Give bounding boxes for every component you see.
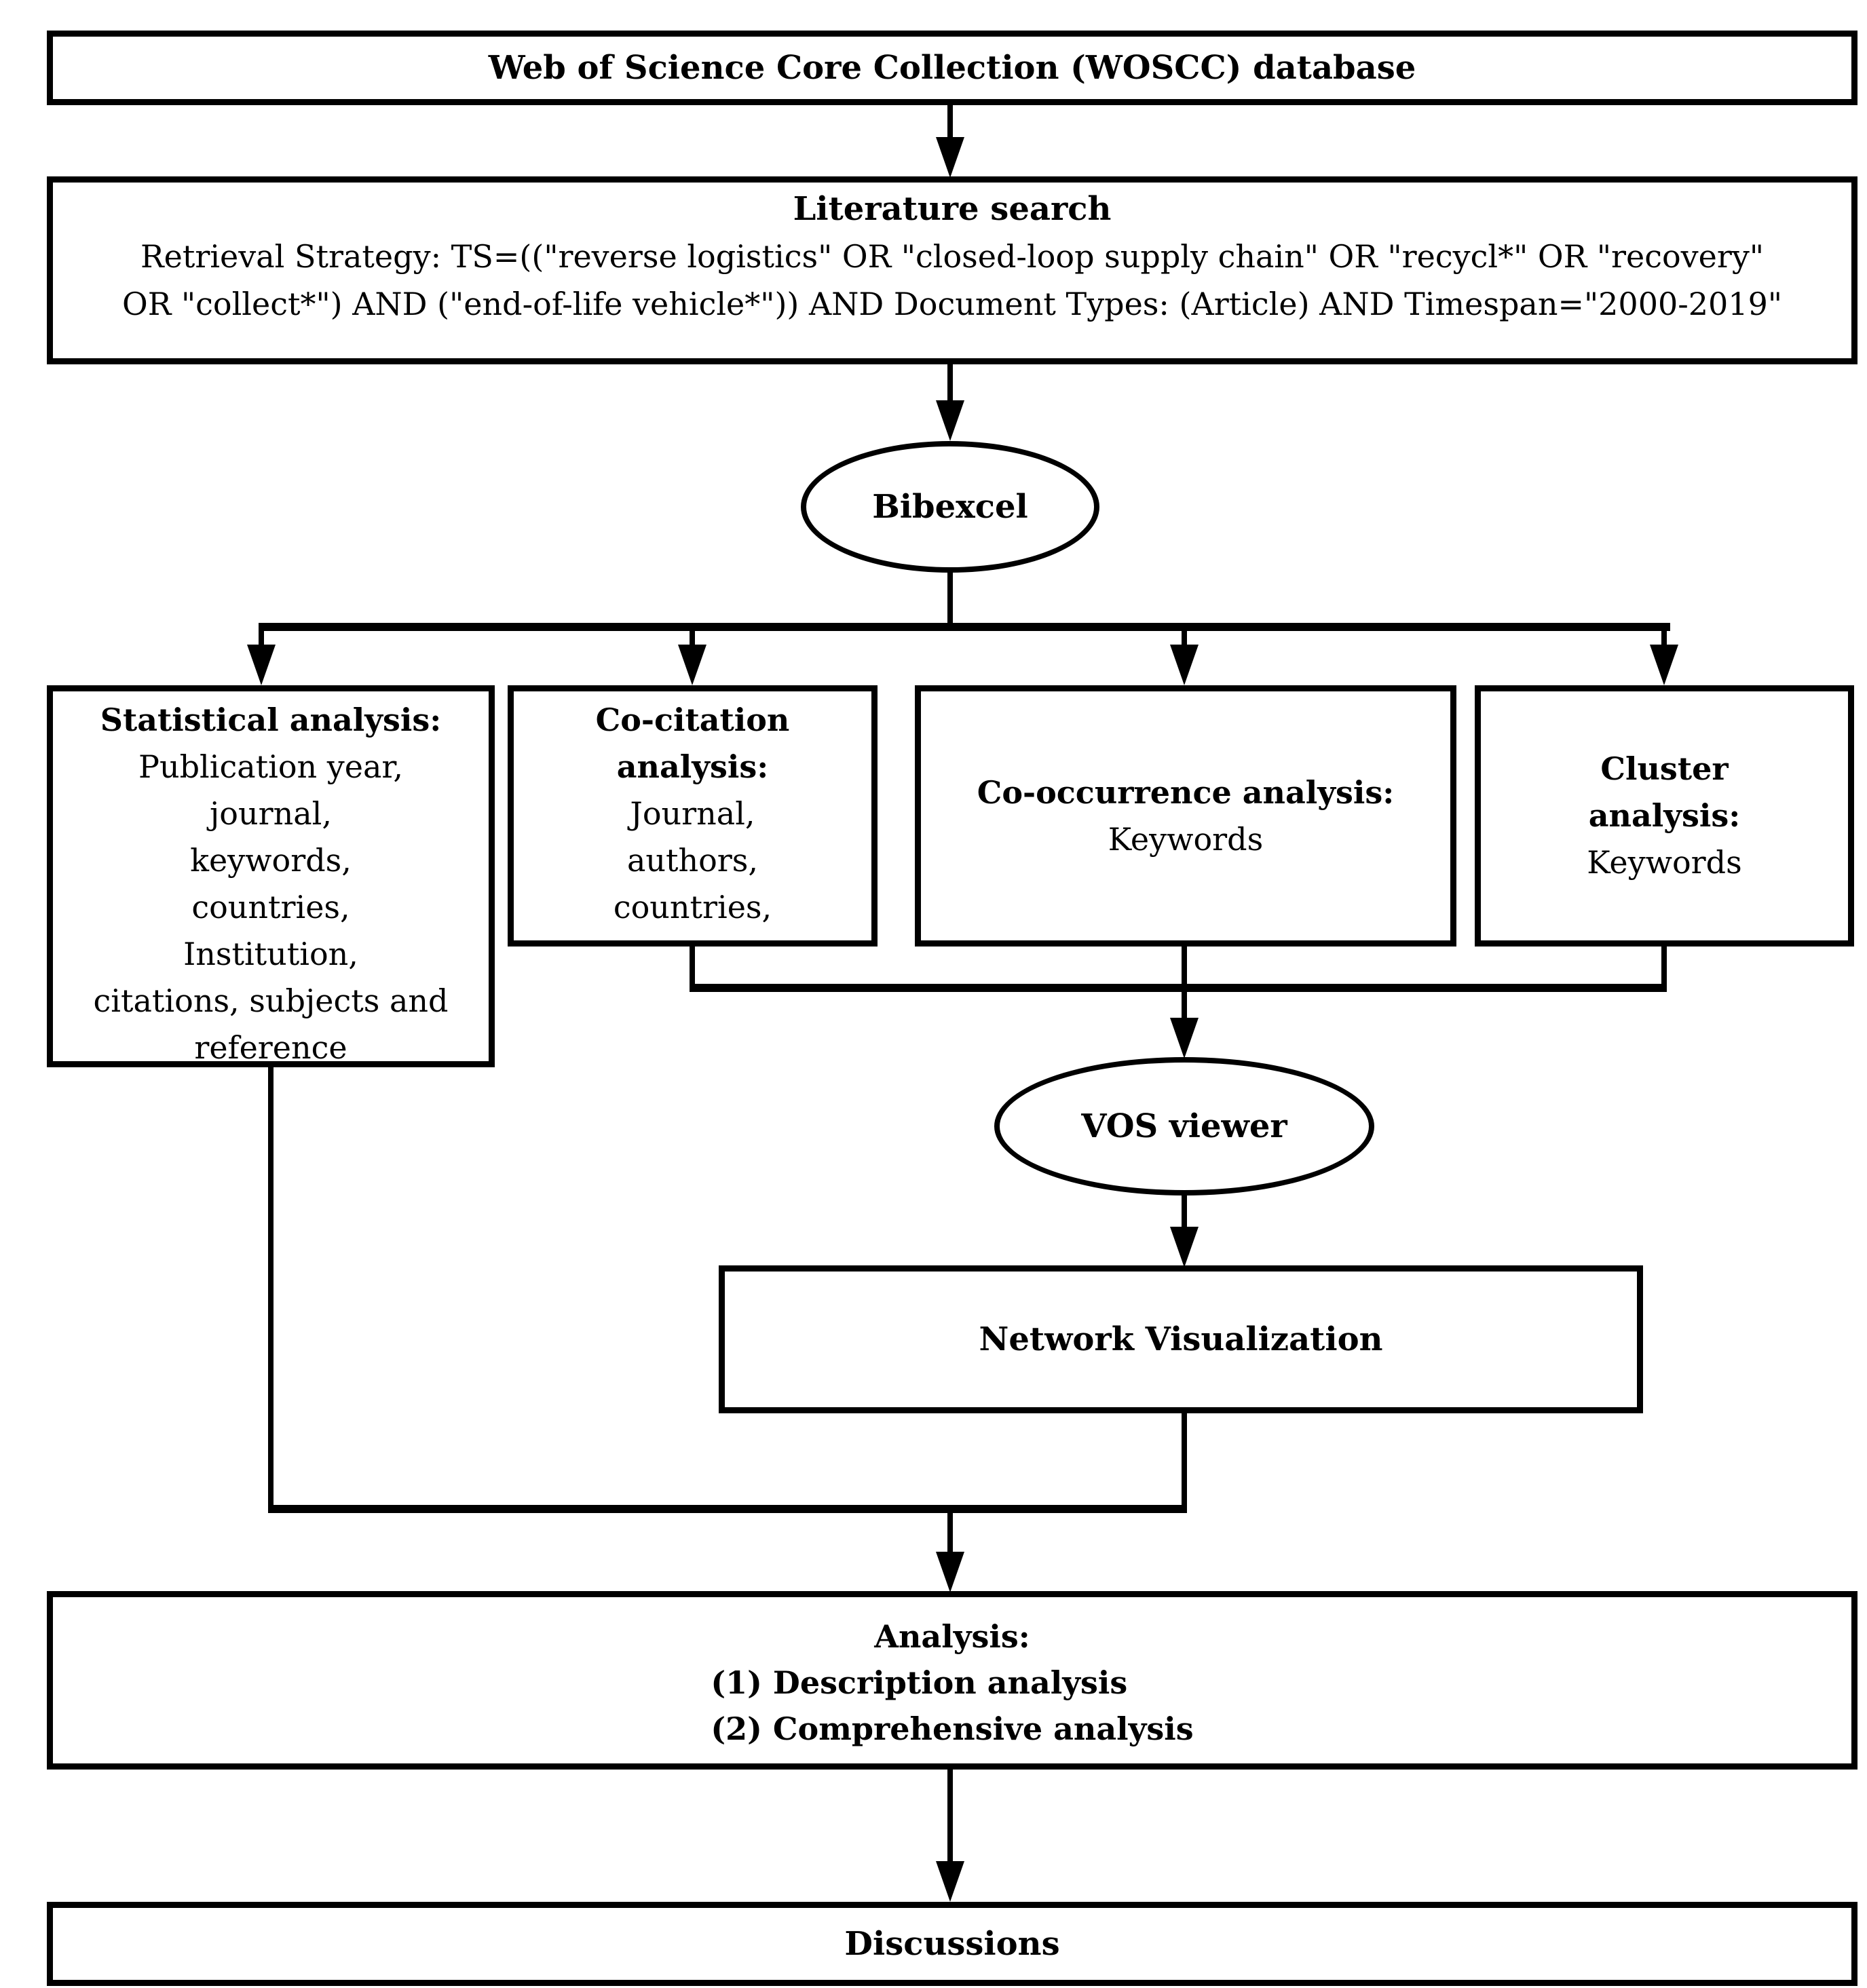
cluster-title: analysis: (1588, 797, 1741, 834)
statistical-analysis-line: Publication year, (138, 748, 403, 785)
merge-bar-to-analysis (268, 1505, 1187, 1513)
analysis-item-description: (1) Description analysis (711, 1664, 1128, 1701)
connector-bibexcel-stem (947, 571, 953, 626)
network-visualization-label: Network Visualization (979, 1320, 1383, 1358)
statistical-analysis-line: Institution, (183, 936, 358, 972)
box-cluster-analysis: Cluster analysis: Keywords (1475, 685, 1854, 947)
box-network-visualization: Network Visualization (719, 1265, 1643, 1413)
vos-viewer-label: VOS viewer (1081, 1107, 1287, 1145)
branch-drop-co-citation (690, 631, 695, 650)
arrowhead-into-statistical (247, 645, 276, 685)
arrowhead-into-co-occurrence (1170, 645, 1199, 685)
co-citation-line: countries, (613, 889, 772, 925)
cluster-line: Keywords (1587, 844, 1742, 881)
arrowhead-into-bibexcel (936, 400, 964, 441)
connector-cluster-down (1661, 947, 1667, 992)
co-occurrence-title: Co-occurrence analysis: (977, 773, 1395, 811)
box-co-occurrence-analysis: Co-occurrence analysis: Keywords (915, 685, 1456, 947)
box-woscc-database: Web of Science Core Collection (WOSCC) d… (47, 31, 1857, 105)
literature-search-retrieval-strategy: Retrieval Strategy: TS=(("reverse logist… (122, 238, 1782, 322)
co-citation-title: Co-citation (595, 702, 790, 738)
box-discussions: Discussions (47, 1902, 1857, 1986)
literature-search-title: Literature search (793, 190, 1112, 228)
connector-analysis-to-discussions (947, 1770, 953, 1865)
statistical-analysis-line: reference (194, 1029, 347, 1066)
co-citation-line: Journal, (630, 795, 755, 832)
connector-vos-to-network (1182, 1194, 1187, 1229)
woscc-database-label: Web of Science Core Collection (WOSCC) d… (488, 48, 1416, 87)
branch-drop-co-occurrence (1182, 631, 1187, 650)
co-citation-line: authors, (626, 842, 759, 879)
analysis-title: Analysis: (874, 1618, 1030, 1655)
statistical-analysis-title: Statistical analysis: (100, 702, 442, 738)
arrowhead-into-analysis (936, 1552, 964, 1592)
branch-drop-statistical (259, 631, 264, 650)
arrowhead-into-co-citation (678, 645, 706, 685)
connector-co-occurrence-down (1182, 947, 1187, 992)
box-literature-search: Literature search Retrieval Strategy: TS… (47, 176, 1857, 364)
ellipse-vos-viewer: VOS viewer (994, 1057, 1374, 1196)
box-statistical-analysis: Statistical analysis: Publication year, … (47, 685, 495, 1067)
discussions-label: Discussions (844, 1924, 1060, 1963)
connector-merge-to-analysis (947, 1513, 953, 1555)
connector-statistical-down (268, 1067, 274, 1513)
statistical-analysis-line: keywords, (190, 842, 352, 879)
statistical-analysis-line: journal, (210, 795, 332, 832)
box-analysis: Analysis: (1) Description analysis (2) C… (47, 1591, 1857, 1770)
co-occurrence-line: Keywords (1108, 820, 1264, 858)
bibexcel-label: Bibexcel (872, 488, 1028, 526)
connector-woscc-to-litsearch (947, 105, 953, 140)
ellipse-bibexcel: Bibexcel (801, 441, 1099, 573)
connector-merge-to-vos (1182, 992, 1187, 1020)
box-co-citation-analysis: Co-citation analysis: Journal, authors, … (508, 685, 878, 947)
statistical-analysis-line: countries, (191, 889, 350, 925)
branch-bar-bibexcel (259, 623, 1670, 631)
connector-network-down (1182, 1413, 1187, 1513)
cluster-title: Cluster (1600, 750, 1729, 787)
arrowhead-into-vos (1170, 1018, 1199, 1058)
arrowhead-into-litsearch (936, 137, 964, 178)
arrowhead-into-cluster (1650, 645, 1678, 685)
statistical-analysis-line: citations, subjects and (93, 982, 449, 1019)
co-citation-title: analysis: (616, 748, 769, 785)
analysis-item-comprehensive: (2) Comprehensive analysis (711, 1710, 1194, 1747)
branch-drop-cluster (1661, 631, 1667, 650)
arrowhead-into-discussions (936, 1861, 964, 1902)
merge-bar-to-vos (690, 984, 1667, 992)
connector-co-citation-down (690, 947, 695, 992)
connector-litsearch-to-bibexcel (947, 364, 953, 402)
arrowhead-into-network (1170, 1227, 1199, 1267)
